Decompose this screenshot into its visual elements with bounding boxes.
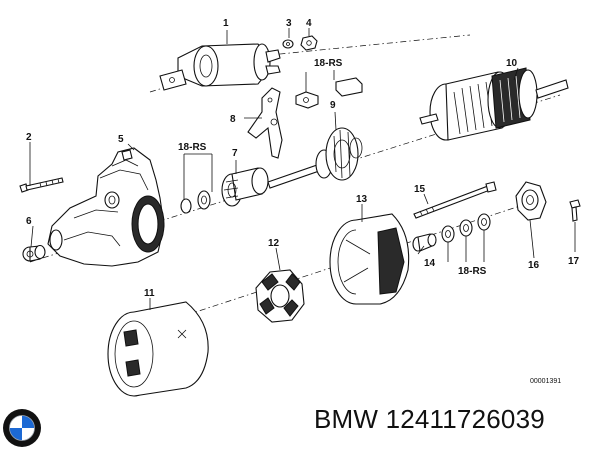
repair-set-label-top: 18-RS xyxy=(314,58,343,69)
leader-lines xyxy=(29,28,576,310)
repair-set-right-parts xyxy=(441,213,491,243)
armature-part xyxy=(419,67,569,141)
field-housing-part xyxy=(107,301,209,397)
fork-lever-part xyxy=(247,87,283,159)
bolt-part xyxy=(19,177,64,193)
part-label-13: 13 xyxy=(356,194,368,205)
part-label-1: 1 xyxy=(223,18,229,29)
sleeve-part xyxy=(412,233,437,252)
through-bolt-part xyxy=(413,181,497,219)
part-label-9: 9 xyxy=(330,100,336,111)
bell-housing-part xyxy=(329,213,410,305)
part-label-17: 17 xyxy=(568,256,580,267)
part-label-11: 11 xyxy=(144,288,155,299)
screw-part xyxy=(569,199,581,222)
drawing-code: 00001391 xyxy=(530,378,562,385)
part-number-caption: BMW 12411726039 xyxy=(314,404,545,434)
solenoid-part xyxy=(159,43,281,91)
part-label-14: 14 xyxy=(424,258,436,269)
part-label-10: 10 xyxy=(506,58,518,69)
part-label-4: 4 xyxy=(306,18,312,29)
bmw-logo-icon xyxy=(3,409,41,447)
repair-set-top-parts xyxy=(295,77,363,109)
part-label-15: 15 xyxy=(414,184,426,195)
part-label-16: 16 xyxy=(528,260,540,271)
part-label-8: 8 xyxy=(230,114,236,125)
part-label-5: 5 xyxy=(118,134,124,145)
part-label-6: 6 xyxy=(26,216,32,227)
end-plate-part xyxy=(515,181,547,221)
part-label-3: 3 xyxy=(286,18,292,29)
bushing-part xyxy=(22,244,46,262)
drive-shaft-part xyxy=(267,127,363,189)
pinion-drive-part xyxy=(221,167,269,207)
repair-set-left-parts xyxy=(180,190,211,214)
nut-part xyxy=(300,35,318,51)
part-label-12: 12 xyxy=(268,238,280,249)
repair-set-label-right: 18-RS xyxy=(458,266,487,277)
drive-housing-part xyxy=(47,147,165,267)
repair-set-label-left: 18-RS xyxy=(178,142,207,153)
part-label-2: 2 xyxy=(26,132,32,143)
washer-part xyxy=(282,39,294,49)
brush-plate-part xyxy=(255,269,305,323)
part-label-7: 7 xyxy=(232,148,238,159)
